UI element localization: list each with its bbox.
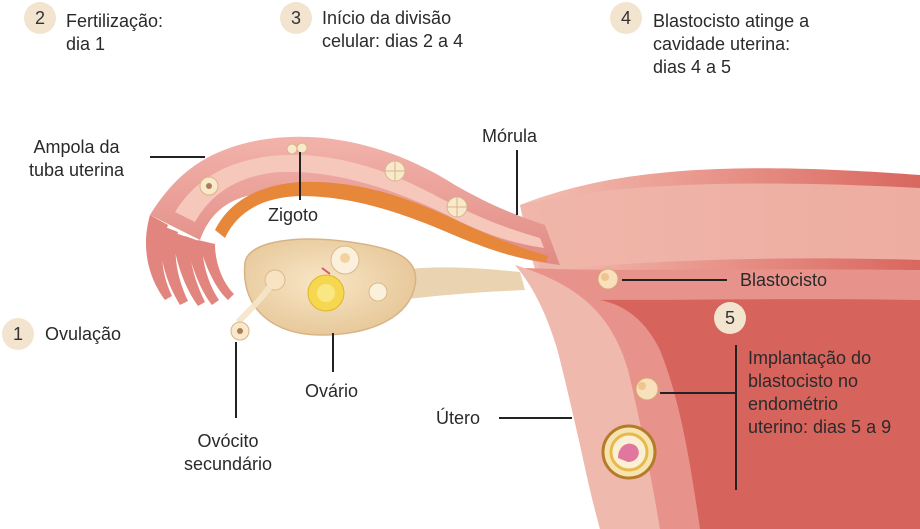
endometrium-dark xyxy=(600,299,920,529)
step-text-implantation: Implantação do blastocisto no endométrio… xyxy=(748,348,892,437)
step-text-fertilization: Fertilização: dia 1 xyxy=(66,11,164,54)
tube-lumen xyxy=(175,154,544,248)
label-utero: Útero xyxy=(436,408,481,428)
step-text-blastocyst-uterine-cavity: Blastocisto atinge a cavidade uterina: d… xyxy=(653,11,810,77)
label-ovario: Ovário xyxy=(305,381,359,401)
leader-lines xyxy=(150,150,737,490)
label-ovocito: Ovócito secundário xyxy=(184,431,273,474)
step-badge-5: 5 xyxy=(714,302,746,334)
step-badge-1: 1 xyxy=(2,318,34,350)
step-text-cell-division: Início da divisão celular: dias 2 a 4 xyxy=(322,8,464,51)
step-badge-3: 3 xyxy=(280,2,312,34)
tube-orange-layer xyxy=(215,181,548,262)
label-ampola: Ampola da tuba uterina xyxy=(29,137,125,180)
step-badge-2: 2 xyxy=(24,2,56,34)
ovulation-stream xyxy=(235,282,275,325)
label-zigoto: Zigoto xyxy=(268,205,319,225)
ovarian-ligament xyxy=(400,267,525,300)
uterus-fundus-highlight xyxy=(520,183,920,270)
fimbriae xyxy=(145,215,234,306)
implanted-blastocyst xyxy=(601,424,657,480)
step-text-ovulation: Ovulação xyxy=(45,324,122,344)
step-badge-4: 4 xyxy=(610,2,642,34)
label-blastocisto: Blastocisto xyxy=(740,270,828,290)
ovary-follicles xyxy=(264,245,388,312)
embryo-cells xyxy=(199,142,659,401)
label-morula: Mórula xyxy=(482,126,538,146)
